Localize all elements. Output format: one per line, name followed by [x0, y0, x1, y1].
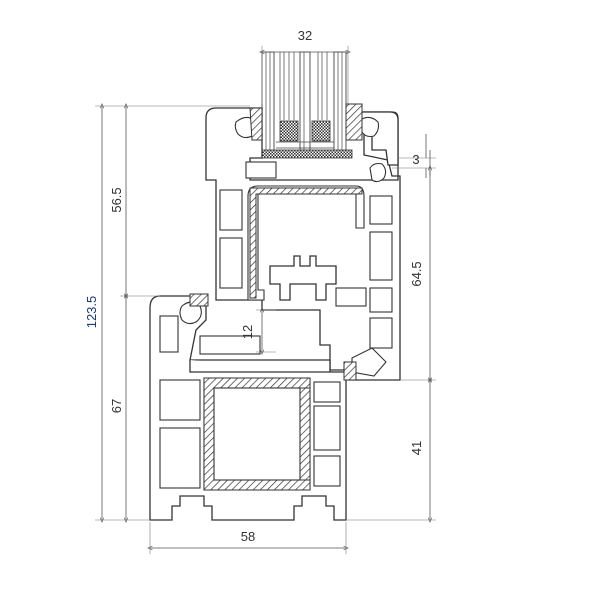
frame-steel-hatch-right	[299, 387, 311, 481]
glass-pane-outer	[261, 51, 275, 156]
frame-steel-core	[213, 387, 301, 481]
dim-label-seal-offset: 3	[412, 152, 419, 167]
dimension-labels: 32 58 3 12 123.5 56.5 67 64.5 41	[84, 28, 424, 544]
sash-chamber	[369, 231, 393, 281]
dim-label-frame-lower: 41	[409, 441, 424, 455]
frame-inner-gasket-fill	[343, 361, 357, 381]
frame-chamber	[159, 379, 201, 421]
frame-web	[189, 360, 330, 373]
dimension-lines	[102, 52, 430, 548]
glazing-unit	[257, 51, 353, 159]
sash-chamber	[219, 189, 243, 231]
dim-label-overlap: 12	[240, 325, 255, 339]
sash-chamber	[369, 195, 393, 225]
dim-label-sash-depth: 64.5	[409, 261, 424, 286]
frame-chamber	[313, 455, 341, 487]
frame-chamber	[313, 405, 341, 451]
dim-label-frame-width: 58	[241, 529, 255, 544]
frame-profile	[149, 293, 387, 521]
sash-inner-gasket	[359, 116, 380, 138]
glass-pane-middle	[299, 51, 311, 156]
frame-chamber	[159, 427, 201, 489]
sash-steel-hatch	[249, 187, 363, 299]
dim-label-sash-height: 56.5	[109, 187, 124, 212]
sash-profile	[205, 103, 401, 381]
sash-chamber	[219, 237, 243, 289]
spacer-bar-left	[279, 120, 299, 142]
extension-lines	[95, 46, 436, 554]
frame-chamber	[313, 381, 341, 403]
sash-chamber	[335, 287, 367, 307]
glass-pane-inner	[333, 51, 347, 156]
sash-chamber	[369, 287, 393, 313]
sash-outer-gasket-fill	[249, 107, 263, 141]
frame-chamber	[159, 315, 179, 353]
glazing-edge-seal	[257, 149, 353, 159]
dim-label-glazing-width: 32	[298, 28, 312, 43]
spacer-bar-right	[311, 120, 331, 142]
sash-chamber	[369, 317, 393, 349]
frame-outer-gasket-fill	[189, 293, 209, 307]
dim-label-total-height: 123.5	[84, 296, 99, 329]
sash-chamber	[245, 161, 277, 179]
bead-clip	[369, 162, 387, 183]
sash-hardware-groove	[269, 255, 337, 301]
dim-label-frame-height: 67	[109, 399, 124, 413]
sash-inner-gasket-fill	[345, 103, 363, 141]
